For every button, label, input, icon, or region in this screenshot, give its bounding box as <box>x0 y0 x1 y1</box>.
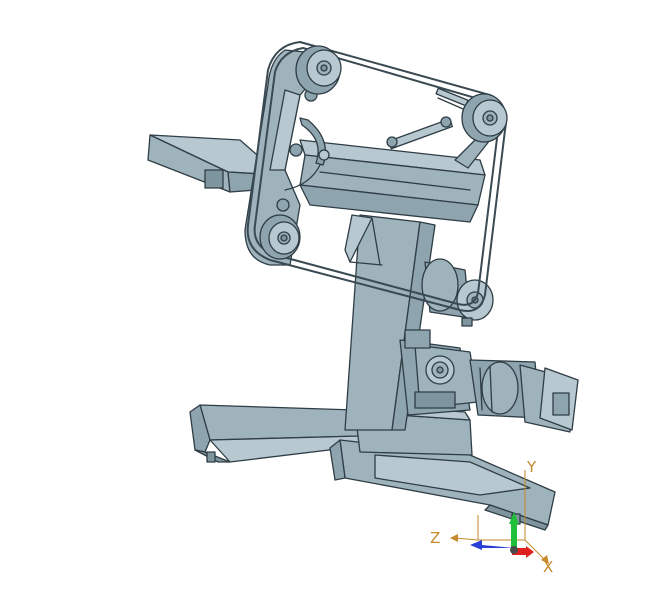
top-idler-wheel <box>295 45 342 95</box>
right-foot <box>329 439 556 531</box>
bottom-idler-wheel <box>259 214 301 260</box>
drive-wheel <box>421 258 494 327</box>
motor <box>469 359 579 433</box>
tool-rest <box>147 134 283 193</box>
left-foot <box>189 404 363 463</box>
z-axis-label: Z <box>430 529 440 547</box>
x-axis-arrow <box>512 548 528 555</box>
y-axis-arrow <box>511 522 517 548</box>
tracking-wheel <box>461 93 508 143</box>
main-arm <box>299 139 486 223</box>
z-axis-arrow <box>470 540 514 550</box>
gearbox <box>399 329 479 416</box>
x-axis-label: X <box>543 558 553 576</box>
axis-triad: Y Z X <box>430 458 553 576</box>
y-axis-label: Y <box>526 458 537 476</box>
